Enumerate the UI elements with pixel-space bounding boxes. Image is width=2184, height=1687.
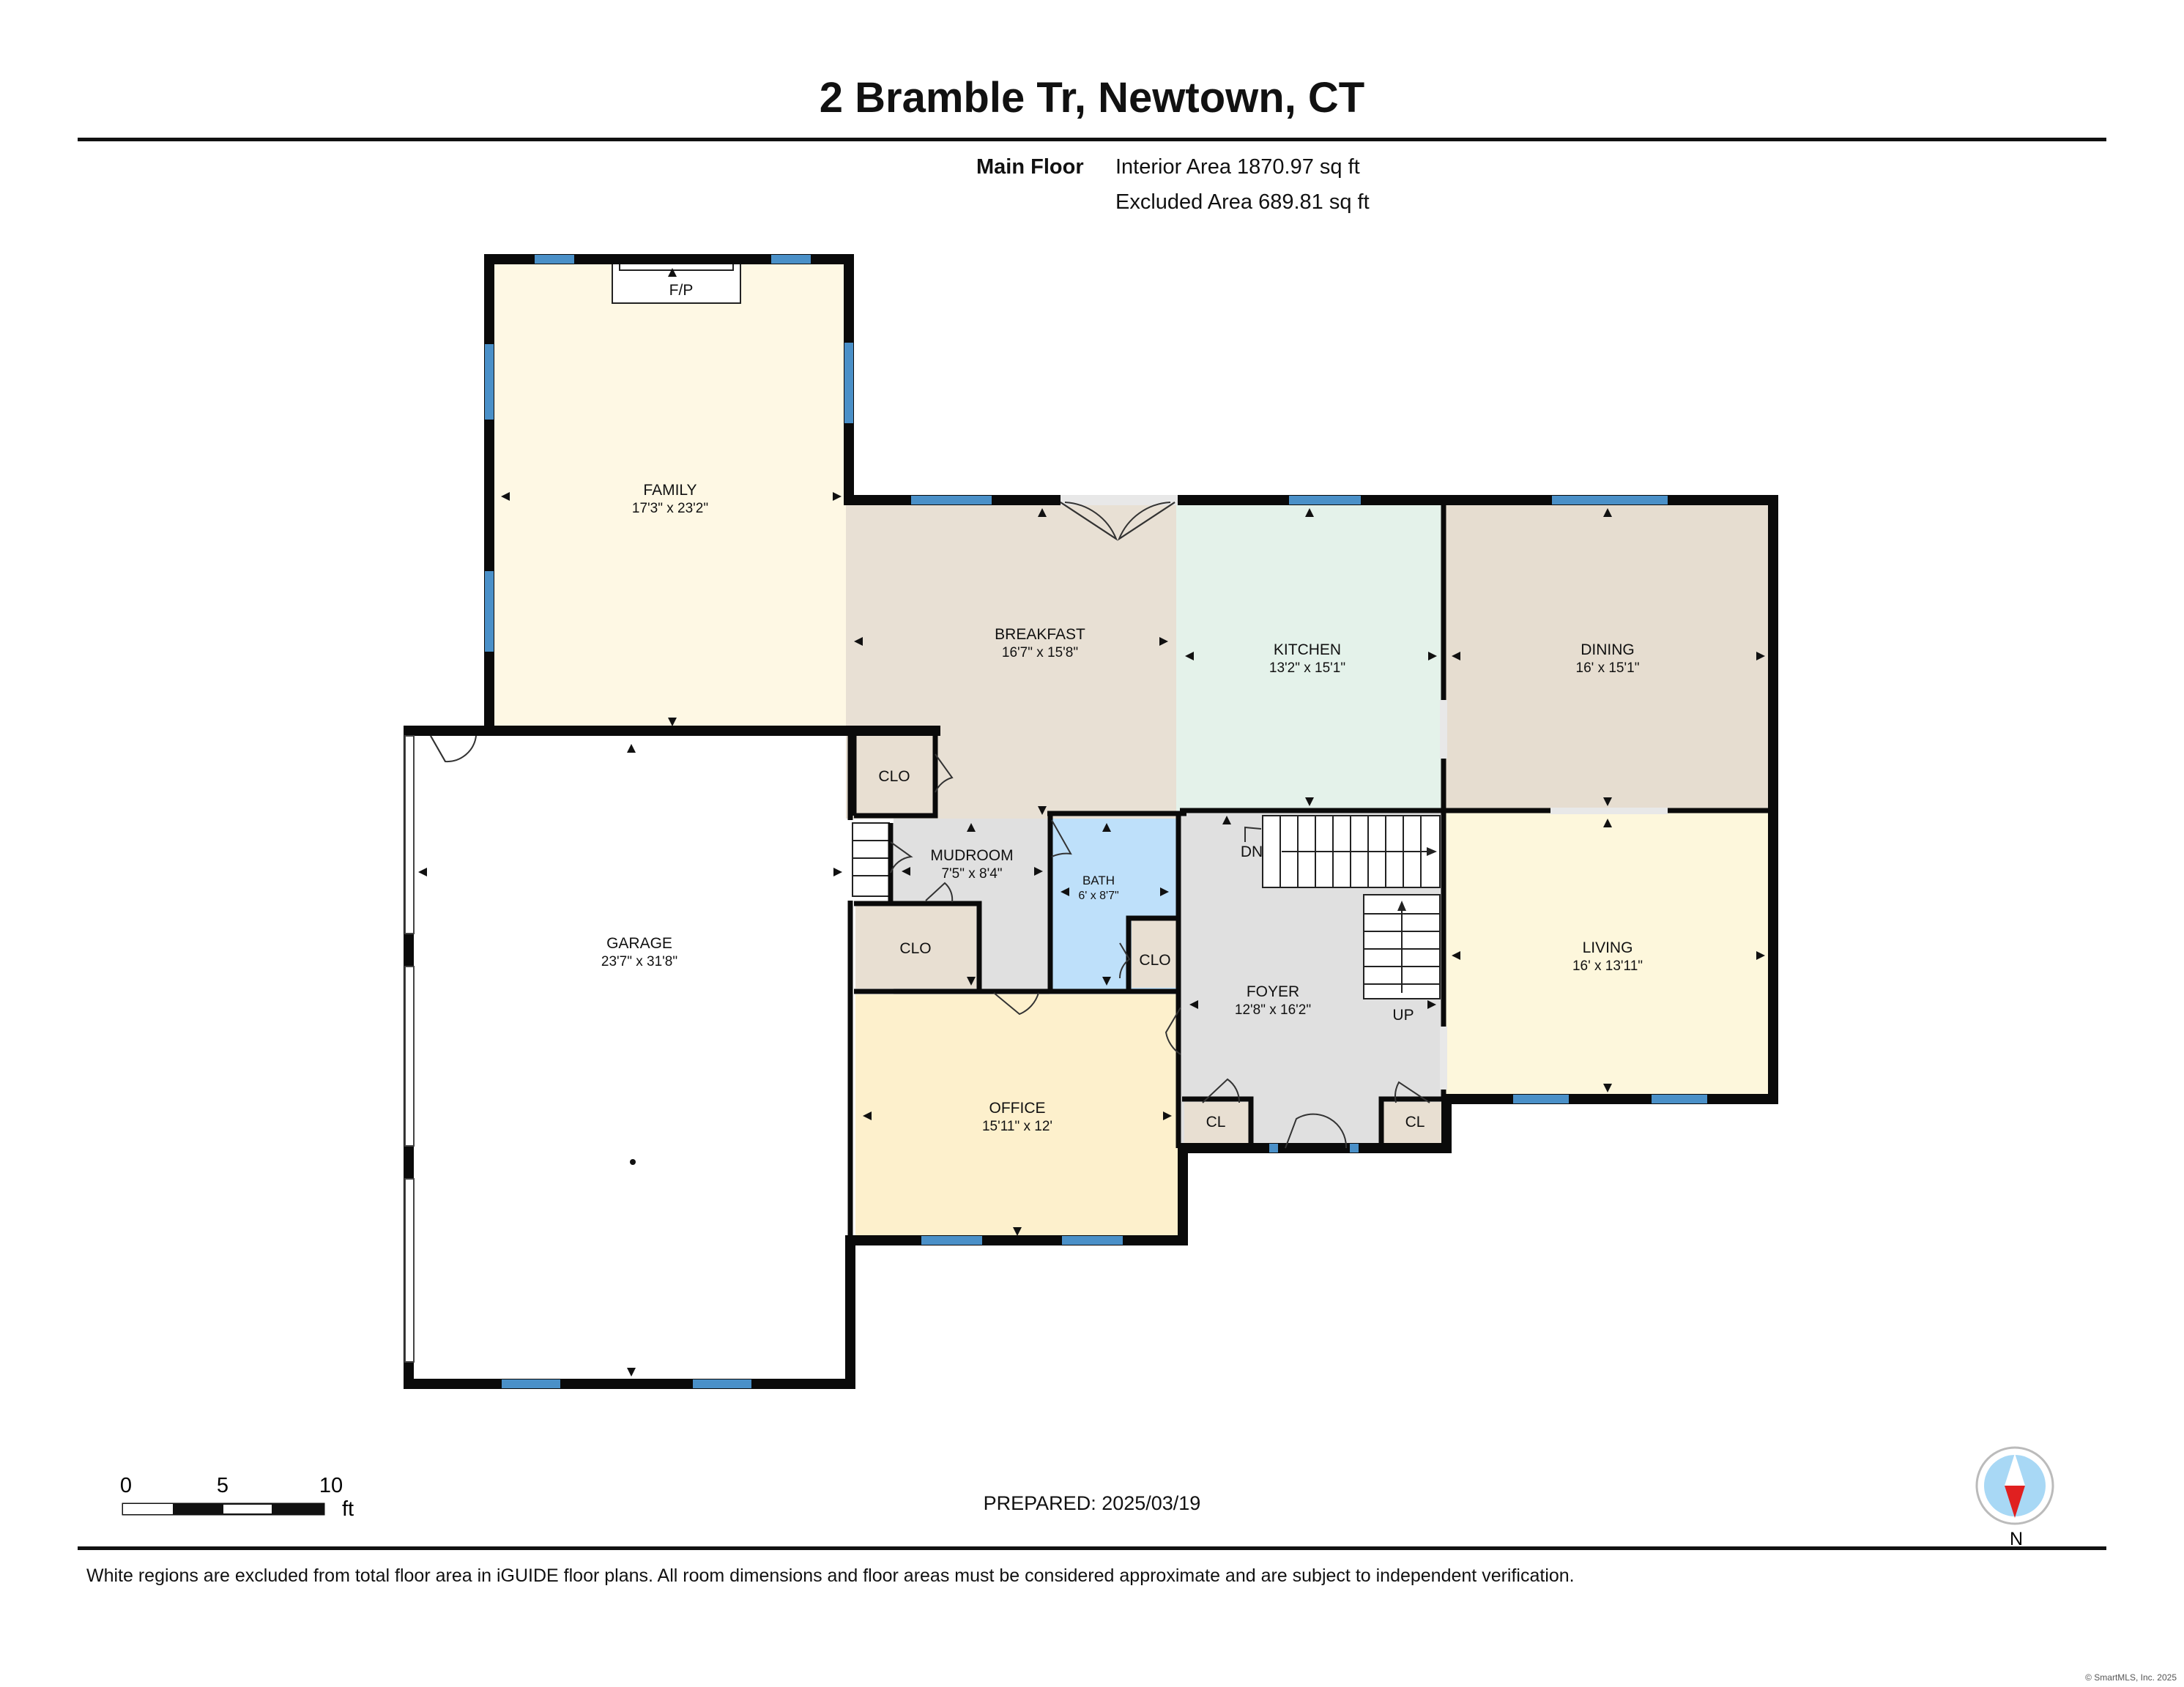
clo2-fill — [855, 906, 976, 988]
doors — [430, 502, 1430, 1149]
scale-tick: 5 — [217, 1474, 229, 1497]
compass-icon: N — [1975, 1446, 2054, 1549]
closet-label: CLO — [878, 768, 910, 785]
interior-walls — [847, 500, 1773, 1245]
living-fill — [1444, 811, 1769, 1099]
fireplace — [612, 261, 741, 304]
bath-dims: 6' x 8'7" — [1078, 890, 1118, 902]
scale-bar: 0 5 10 ft — [120, 1474, 354, 1521]
garage-name: GARAGE — [606, 935, 672, 952]
cl1-fill — [1184, 1102, 1249, 1144]
floor-label: Main Floor — [976, 155, 1084, 179]
breakfast-dims: 16'7" x 15'8" — [1002, 645, 1078, 660]
garage-center-dot — [630, 1159, 636, 1165]
office-fill — [855, 994, 1178, 1236]
stair-arrow-heads — [1397, 847, 1437, 911]
closet-label: CLO — [899, 940, 931, 957]
disclaimer: White regions are excluded from total fl… — [86, 1565, 1575, 1586]
family-name: FAMILY — [643, 482, 697, 499]
page-title: 2 Bramble Tr, Newtown, CT — [819, 74, 1365, 122]
dining-fill — [1444, 500, 1769, 811]
scale-tick: 10 — [319, 1474, 343, 1497]
foyer-dims: 12'8" x 16'2" — [1235, 1002, 1311, 1018]
family-dims: 17'3" x 23'2" — [632, 501, 708, 516]
office-name: OFFICE — [989, 1100, 1046, 1117]
scale-tick: 0 — [120, 1474, 132, 1497]
dimension-arrows — [418, 268, 1765, 1377]
compass-label: N — [2010, 1529, 2023, 1549]
breakfast-name: BREAKFAST — [995, 626, 1085, 643]
office-dims: 15'11" x 12' — [982, 1119, 1052, 1134]
scale-unit: ft — [342, 1497, 354, 1521]
living-name: LIVING — [1583, 939, 1633, 956]
clo1-fill — [855, 734, 935, 816]
copyright: © SmartMLS, Inc. 2025 — [2085, 1672, 2177, 1683]
mudroom-dims: 7'5" x 8'4" — [941, 866, 1002, 882]
garage-dims: 23'7" x 31'8" — [601, 954, 677, 969]
kitchen-fill — [1176, 500, 1444, 811]
dining-dims: 16' x 15'1" — [1576, 660, 1640, 676]
room-fills — [489, 259, 1769, 1236]
foyer-name: FOYER — [1247, 983, 1299, 1000]
family-fill — [489, 259, 849, 731]
windows — [485, 255, 1707, 1388]
dining-name: DINING — [1581, 641, 1635, 658]
closet-label: CL — [1206, 1114, 1226, 1131]
openings — [1061, 495, 1668, 1090]
living-dims: 16' x 13'11" — [1572, 958, 1643, 974]
closet-label: CLO — [1139, 952, 1170, 969]
fireplace-label: F/P — [669, 282, 694, 299]
interior-area: Interior Area 1870.97 sq ft — [1115, 155, 1360, 179]
kitchen-dims: 13'2" x 15'1" — [1269, 660, 1345, 676]
closet-label: CL — [1405, 1114, 1425, 1131]
mudroom-name: MUDROOM — [930, 847, 1013, 864]
excluded-area: Excluded Area 689.81 sq ft — [1115, 190, 1370, 214]
kitchen-name: KITCHEN — [1274, 641, 1341, 658]
clo3-fill — [1132, 920, 1177, 988]
stairs-up-label: UP — [1392, 1007, 1414, 1024]
header-rule — [78, 138, 2106, 141]
garage-door-frames — [404, 735, 415, 1363]
stairs-down-label: DN — [1241, 844, 1263, 860]
prepared-date: PREPARED: 2025/03/19 — [983, 1492, 1201, 1514]
cl2-fill — [1383, 1102, 1449, 1144]
bath-name: BATH — [1082, 874, 1115, 887]
stairs — [852, 815, 1441, 999]
footer-rule — [78, 1546, 2106, 1550]
